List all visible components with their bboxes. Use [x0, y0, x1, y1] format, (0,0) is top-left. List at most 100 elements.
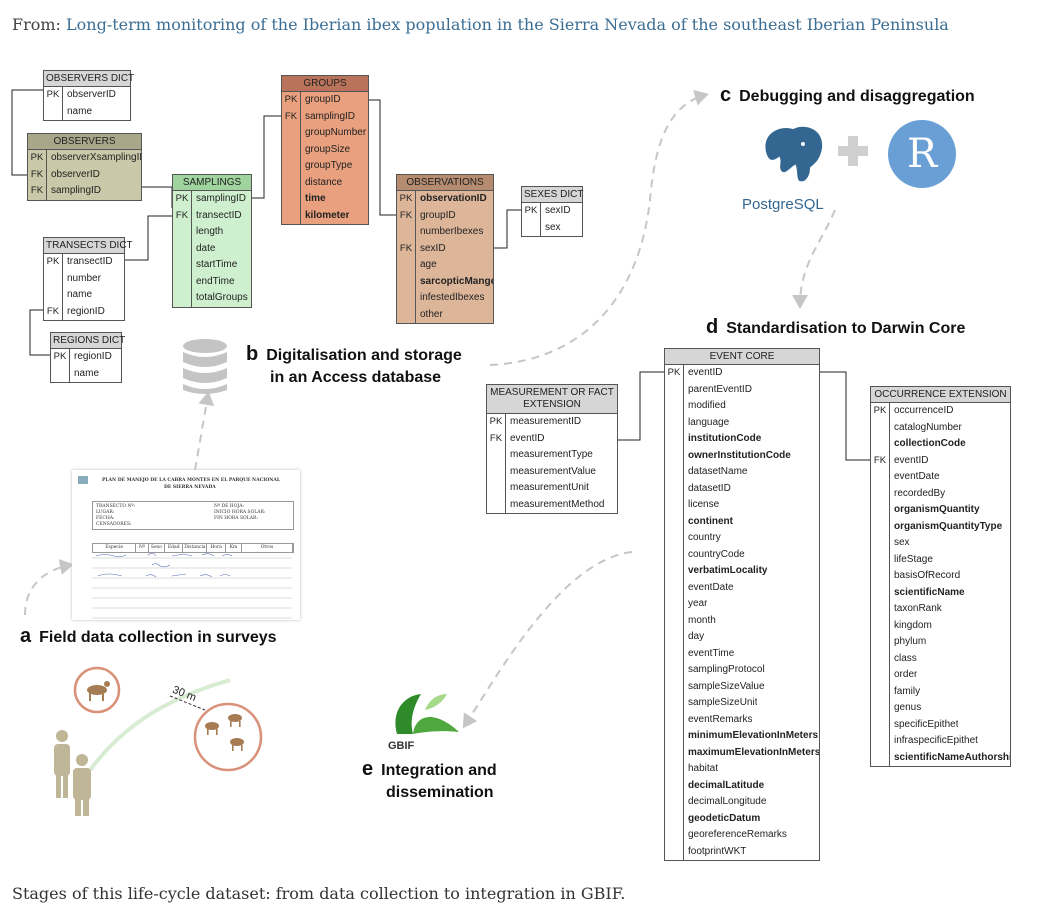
table-row: modified	[665, 398, 819, 415]
key-cell	[282, 191, 301, 208]
sheet-column-header: Nº	[136, 544, 149, 552]
gbif-label: GBIF	[388, 740, 415, 752]
table-title: MEASUREMENT OR FACT EXTENSION	[487, 385, 617, 414]
ibex-icon	[87, 681, 110, 701]
table-row: geodeticDatum	[665, 810, 819, 827]
table-row: catalogNumber	[871, 419, 1010, 436]
field-cell: name	[74, 367, 100, 379]
table-row: samplingProtocol	[665, 662, 819, 679]
key-cell	[397, 257, 416, 274]
field-cell: specificEpithet	[894, 718, 959, 730]
key-cell	[665, 678, 684, 695]
table-row: phylum	[871, 634, 1010, 651]
sheet-column-header: Especie	[93, 544, 137, 552]
field-cell: groupNumber	[305, 127, 367, 138]
field-cell: ownerInstitutionCode	[688, 449, 791, 461]
field-cell: measurementUnit	[510, 482, 589, 493]
field-cell: numberIbexes	[420, 226, 484, 237]
key-cell	[871, 584, 890, 601]
r-logo-letter: R	[906, 131, 938, 177]
field-cell: sex	[894, 537, 910, 548]
key-cell	[44, 270, 63, 287]
field-cell: organismQuantity	[894, 504, 980, 515]
sheet-lugar-label: LUGAR:	[96, 510, 115, 515]
field-cell: endTime	[196, 275, 235, 287]
key-cell	[665, 662, 684, 679]
table-row: minimumElevationInMeters	[665, 728, 819, 745]
key-cell	[665, 794, 684, 811]
table-title: OCCURRENCE EXTENSION	[871, 387, 1010, 403]
field-cell: samplingProtocol	[688, 664, 765, 675]
field-cell: sexID	[545, 205, 571, 216]
field-cell: date	[196, 242, 216, 254]
field-cell: habitat	[688, 763, 719, 774]
article-title-link[interactable]: Long-term monitoring of the Iberian ibex…	[66, 15, 949, 34]
key-cell	[282, 141, 301, 158]
source-prefix: From:	[12, 15, 67, 34]
field-cell: groupType	[305, 160, 353, 171]
sheet-transect-label: TRANSECTO Nº:	[96, 504, 136, 509]
key-cell	[871, 551, 890, 568]
table-row: measurementValue	[487, 463, 617, 480]
table-row: sex	[522, 219, 582, 236]
table-row: age	[397, 257, 493, 274]
field-cell: scientificName	[894, 586, 965, 598]
field-cell: scientificNameAuthorship	[894, 751, 1010, 763]
key-cell	[397, 290, 416, 307]
field-cell: other	[420, 308, 443, 320]
key-cell: PK	[173, 191, 192, 208]
key-cell	[665, 414, 684, 431]
plus-icon	[838, 136, 868, 166]
field-cell: sarcopticMange	[420, 275, 493, 287]
database-icon	[183, 339, 227, 394]
field-scene-illustration	[54, 666, 263, 816]
key-cell	[665, 629, 684, 646]
key-cell	[173, 290, 192, 307]
field-cell: genus	[894, 702, 922, 713]
key-cell	[665, 464, 684, 481]
key-cell	[871, 683, 890, 700]
table-title: EVENT CORE	[665, 349, 819, 365]
field-cell: kilometer	[305, 209, 350, 221]
key-cell	[487, 447, 506, 464]
table-row: groupSize	[282, 141, 368, 158]
field-cell: samplingID	[196, 193, 247, 204]
key-cell	[665, 761, 684, 778]
field-cell: order	[894, 669, 918, 680]
key-cell: PK	[665, 365, 684, 382]
key-cell	[665, 645, 684, 662]
key-cell	[871, 634, 890, 651]
table-row: language	[665, 414, 819, 431]
key-cell: PK	[51, 349, 70, 366]
postgresql-label: PostgreSQL	[742, 196, 824, 213]
field-cell: observerID	[67, 89, 116, 100]
table-row: totalGroups	[173, 290, 251, 307]
sheet-header-box	[92, 501, 294, 530]
key-cell: FK	[282, 108, 301, 125]
key-cell	[871, 485, 890, 502]
key-cell	[871, 518, 890, 535]
sheet-column-header: Sexo	[149, 544, 166, 552]
table-row: organismQuantity	[871, 502, 1010, 519]
field-cell: eventTime	[688, 647, 735, 659]
sheet-title: PLAN DE MANEJO DE LA CABRA MONTES EN EL …	[102, 478, 281, 483]
table-row: startTime	[173, 257, 251, 274]
field-cell: license	[688, 499, 720, 510]
key-cell	[871, 601, 890, 618]
field-cell: datasetName	[688, 466, 748, 477]
table-row: measurementUnit	[487, 480, 617, 497]
field-cell: datasetID	[688, 482, 731, 494]
